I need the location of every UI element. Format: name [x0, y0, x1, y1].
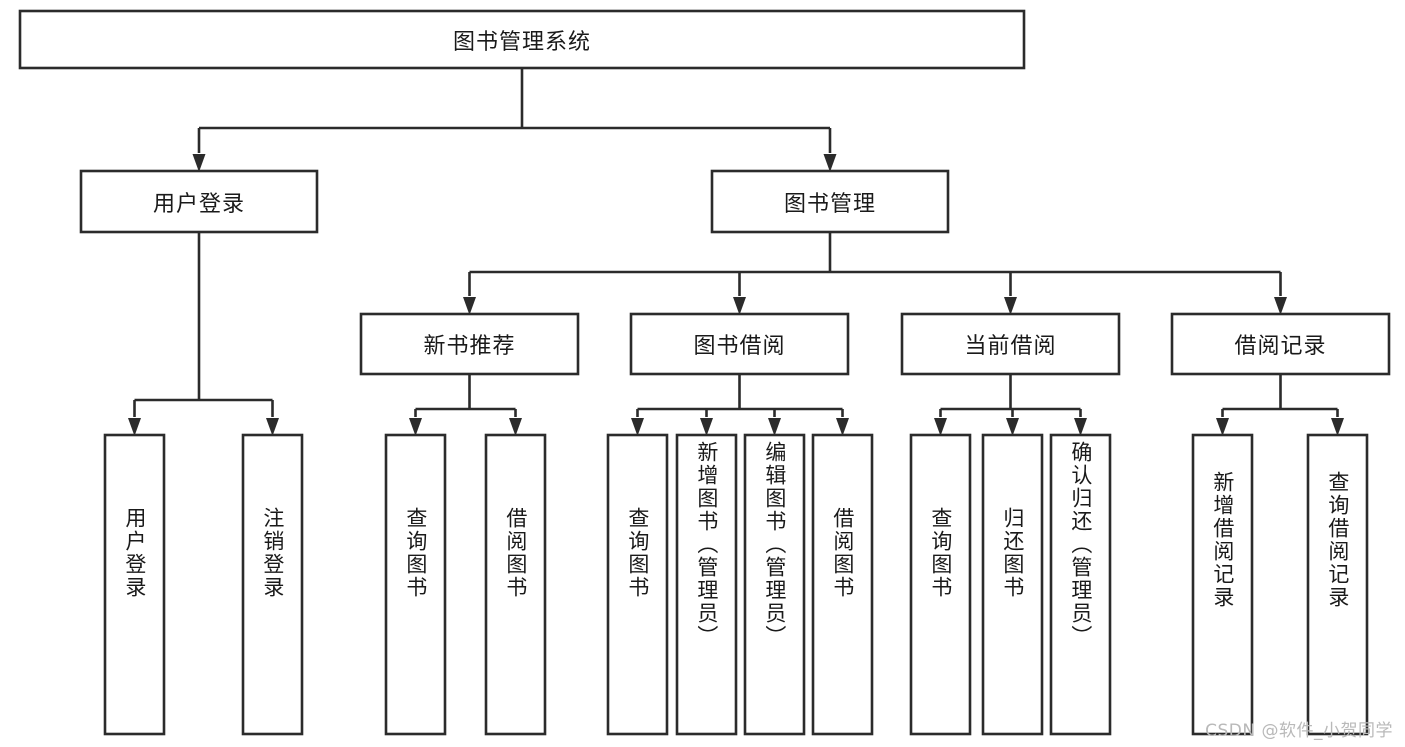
node-box-leaf-query-record[interactable]: [1306, 433, 1369, 736]
arrow-head-icon: [1274, 297, 1287, 315]
arrow-head-icon: [509, 418, 522, 436]
node-box-leaf-borrow-book-2[interactable]: [811, 433, 874, 736]
arrow-head-icon: [1331, 418, 1344, 436]
arrow-head-icon: [192, 154, 206, 172]
node-box-leaf-query-book-1[interactable]: [384, 433, 447, 736]
node-box-book-manage[interactable]: [710, 169, 950, 234]
arrow-head-icon: [128, 418, 141, 436]
node-box-root[interactable]: [18, 9, 1026, 70]
node-box-leaf-logout[interactable]: [241, 433, 304, 736]
node-box-user-login[interactable]: [79, 169, 319, 234]
node-layer: [18, 9, 1391, 736]
node-box-leaf-query-book-2[interactable]: [606, 433, 669, 736]
edge-layer: [128, 68, 1344, 436]
arrow-head-icon: [700, 418, 713, 436]
arrow-head-icon: [1216, 418, 1229, 436]
arrow-head-icon: [1006, 418, 1019, 436]
arrow-head-icon: [836, 418, 849, 436]
node-box-leaf-confirm-return[interactable]: [1049, 433, 1112, 736]
arrow-head-icon: [631, 418, 644, 436]
node-box-leaf-add-book[interactable]: [675, 433, 738, 736]
node-box-leaf-query-book-3[interactable]: [909, 433, 972, 736]
node-box-book-borrow[interactable]: [629, 312, 850, 376]
arrow-head-icon: [823, 154, 837, 172]
arrow-head-icon: [934, 418, 947, 436]
node-box-current-borrow[interactable]: [900, 312, 1121, 376]
arrow-head-icon: [1004, 297, 1017, 315]
arrow-head-icon: [768, 418, 781, 436]
node-box-leaf-user-login[interactable]: [103, 433, 166, 736]
arrow-head-icon: [463, 297, 476, 315]
node-box-leaf-add-record[interactable]: [1191, 433, 1254, 736]
node-box-new-book-rec[interactable]: [359, 312, 580, 376]
arrow-head-icon: [409, 418, 422, 436]
node-box-borrow-record[interactable]: [1170, 312, 1391, 376]
arrow-head-icon: [1074, 418, 1087, 436]
node-box-leaf-edit-book[interactable]: [743, 433, 806, 736]
arrow-head-icon: [266, 418, 279, 436]
node-box-leaf-return-book[interactable]: [981, 433, 1044, 736]
node-box-leaf-borrow-book-1[interactable]: [484, 433, 547, 736]
arrow-head-icon: [733, 297, 746, 315]
